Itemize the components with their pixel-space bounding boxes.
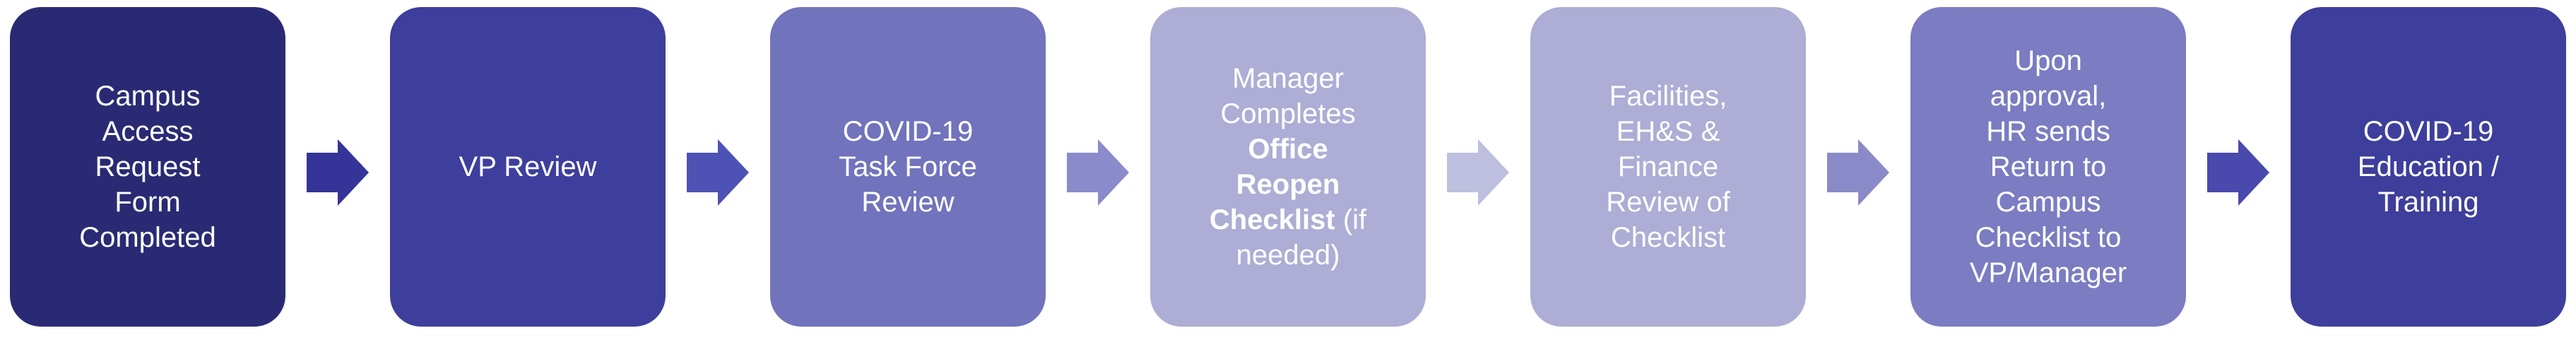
flow-step-label-line: VP/Manager <box>1969 257 2127 288</box>
flow-arrow-1 <box>285 0 390 345</box>
flow-step-label-line: Campus <box>95 81 201 112</box>
flow-step-label-line: Facilities, <box>1609 81 1727 112</box>
flow-step-label-line: Access <box>102 116 194 147</box>
flow-step-label: VP Review <box>401 149 654 185</box>
right-arrow-icon <box>1827 139 1889 206</box>
flow-arrow-3 <box>1046 0 1150 345</box>
flow-step-label-line: Checklist <box>1610 222 1726 253</box>
flow-step-vp-review: VP Review <box>390 7 666 327</box>
flow-step-label-line: Form <box>114 187 181 218</box>
flow-step-label-line: Checklist (if <box>1209 204 1367 235</box>
flow-step-label-line: Completes <box>1220 98 1356 129</box>
flow-step-label-line: approval, <box>1990 81 2107 112</box>
right-arrow-icon <box>687 139 749 206</box>
flow-step-label-line: Office <box>1248 134 1328 165</box>
right-arrow-icon <box>307 139 369 206</box>
right-arrow-icon <box>2207 139 2269 206</box>
flow-arrow-4 <box>1426 0 1530 345</box>
flow-step-label-line: Task Force <box>839 151 977 182</box>
flow-step-label-line: Upon <box>2014 45 2082 76</box>
flow-step-label-line: Education / <box>2357 151 2500 182</box>
right-arrow-icon <box>1447 139 1509 206</box>
flow-step-label-line: Manager <box>1232 63 1344 94</box>
flow-step-label-line: COVID-19 <box>842 116 974 147</box>
flow-step-label-line: Return to <box>1990 151 2107 182</box>
flow-step-label-line: Request <box>95 151 201 182</box>
flow-step-label-line: Review <box>861 187 955 218</box>
flow-step-label-line: Review of <box>1606 187 1730 218</box>
right-arrow-icon <box>1067 139 1129 206</box>
flow-step-label-line: Checklist to <box>1975 222 2122 253</box>
flow-step-label-line: HR sends <box>1986 116 2110 147</box>
flow-arrow-6 <box>2186 0 2291 345</box>
flow-step-label-line: Completed <box>79 222 216 253</box>
flow-arrow-5 <box>1806 0 1910 345</box>
flow-step-label-line: Reopen <box>1236 169 1340 200</box>
flow-step-label-line: needed) <box>1236 240 1340 271</box>
flow-step-label-line: Training <box>2377 187 2479 218</box>
flow-step-label-line: Campus <box>1995 187 2101 218</box>
flow-step-label-line: VP Review <box>459 151 597 182</box>
flow-step-label-line: Finance <box>1617 151 1719 182</box>
flow-step-label-line: EH&S & <box>1616 116 1720 147</box>
flow-step-label-line: COVID-19 <box>2363 116 2494 147</box>
flow-arrow-2 <box>666 0 770 345</box>
